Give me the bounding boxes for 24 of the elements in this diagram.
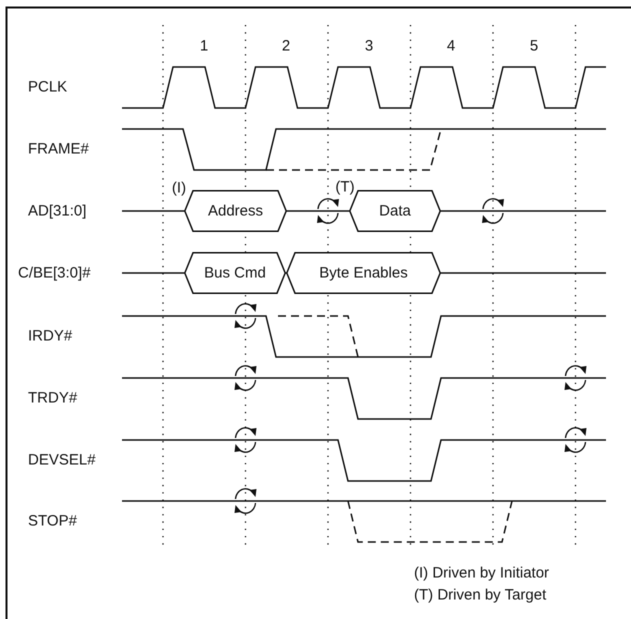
- legend-note: (I) Driven by Initiator: [414, 566, 550, 580]
- signal-name: PCLK: [28, 80, 68, 94]
- signal-name: TRDY#: [28, 390, 78, 406]
- bus-state-label: Data: [379, 204, 411, 218]
- clock-cycle-number: 3: [364, 38, 374, 54]
- legend-note: (T) Driven by Target: [414, 588, 546, 602]
- clock-cycle-number: 2: [282, 38, 290, 54]
- signal-name: C/BE[3:0]#: [18, 266, 91, 280]
- signal-name: AD[31:0]: [28, 204, 86, 218]
- clock-cycle-number: 5: [530, 38, 538, 54]
- bus-state-hexagon: [286, 252, 441, 294]
- bus-state-label: Address: [208, 204, 264, 218]
- signal-name: FRAME#: [28, 142, 89, 156]
- signal-name: STOP#: [28, 514, 77, 528]
- signal-name: DEVSEL#: [28, 452, 96, 468]
- driver-marker: (T): [335, 180, 355, 194]
- bus-state-label: Bus Cmd: [204, 266, 266, 280]
- bus-state-hexagon: [184, 252, 286, 294]
- bus-state-hexagon: [184, 190, 287, 232]
- driver-marker: (I): [172, 180, 186, 196]
- signal-name: IRDY#: [28, 328, 72, 344]
- clock-cycle-number: 1: [200, 38, 208, 54]
- clock-cycle-number: 4: [446, 38, 456, 54]
- bus-state-label: Byte Enables: [319, 266, 408, 280]
